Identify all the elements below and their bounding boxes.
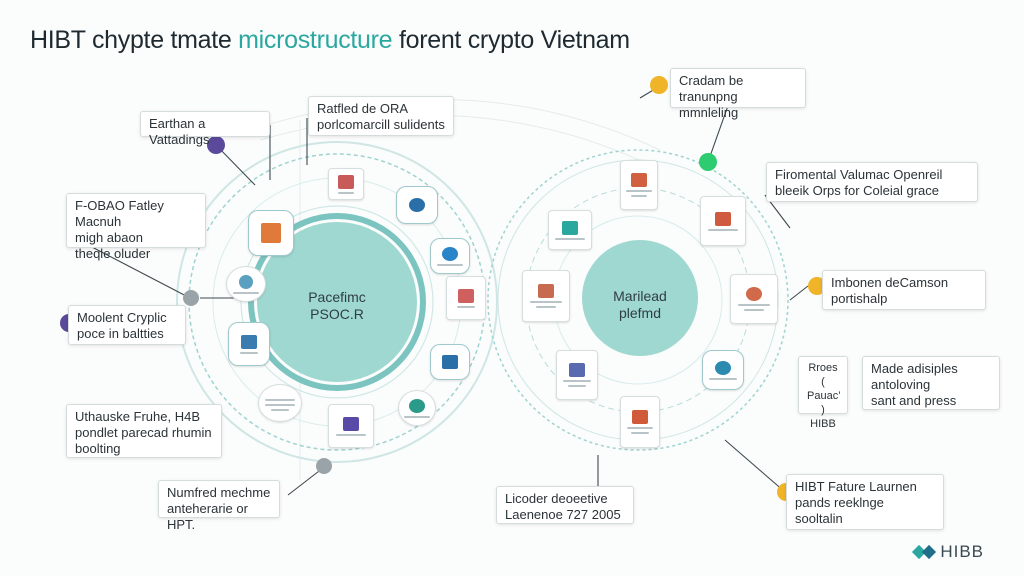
node-wallet[interactable] [620,160,658,210]
node-lock[interactable] [446,276,486,320]
node-puzzle[interactable] [248,210,294,256]
node-exchange[interactable] [556,350,598,400]
node-document[interactable] [328,168,364,200]
title-text-part2: forent crypto Vietnam [392,26,630,54]
node-building[interactable] [328,404,374,448]
callout-earthan[interactable]: Earthan a Vattadings [140,111,270,147]
left-hub-circle [257,222,417,382]
logo-mark-icon [912,542,937,562]
callout-made[interactable]: Made adisiples antoloving sant and press [862,356,1000,410]
callout-rattled[interactable]: Ratfled de ORA porlcomarcill sulidents [308,96,454,136]
database-icon [409,398,425,413]
title-highlight: microstructure [238,26,393,54]
shield-check-icon [715,360,731,375]
node-line [709,377,737,380]
node-line [568,385,586,387]
callout-fobao[interactable]: F-OBAO Fatley Macnuh migh abaon theqle o… [66,193,206,261]
node-line [270,408,290,411]
callout-dot-gray [183,290,199,306]
node-line [743,309,765,311]
scale-icon [715,211,731,226]
node-ledger[interactable] [620,396,660,448]
bitcoin-icon [562,220,578,235]
node-shield-check[interactable] [702,350,744,390]
node-bitcoin[interactable] [548,210,592,250]
node-line [630,195,648,197]
node-line [265,398,295,401]
brand-logo: HIBB [912,542,984,562]
node-server[interactable] [730,274,778,324]
callout-dot-purple [207,136,225,154]
node-line [240,351,258,354]
logo-text: HIBB [940,542,984,561]
callout-licoder[interactable]: Licoder deoeetive Laenenoe 727 2005 [496,486,634,524]
lock-icon [458,288,474,303]
callout-firomental[interactable]: Firomental Valumac Openreil bleeik Orps … [766,162,978,202]
node-database[interactable] [398,390,436,426]
node-line [555,237,585,240]
chart-icon [241,334,257,349]
server-icon [746,287,762,301]
node-line [535,306,557,308]
shield-icon [409,198,425,212]
node-line [631,432,649,434]
node-line [436,263,464,266]
callout-cradam[interactable]: Cradam be tranunpng mmnleling [670,68,806,120]
callout-uthauske[interactable]: Uthauske Fruhe, H4B pondlet parecad rhum… [66,404,222,458]
gear-icon [239,274,253,289]
right-hub-label: Marilead plefmd [613,288,667,321]
left-hub-label: Pacefimc PSOC.R [308,289,366,322]
right-hub-circle [582,240,698,356]
node-clipboard[interactable] [258,384,302,422]
node-gear[interactable] [226,266,266,302]
node-line [457,305,475,308]
callout-rroos[interactable]: Rroes ( Pauac’ ) HIBB [798,356,848,430]
document-icon [338,174,354,189]
node-line [626,427,654,429]
node-line [335,433,367,436]
ledger-icon [632,410,648,424]
node-chart[interactable] [228,322,270,366]
callout-dot-amber [808,277,826,295]
building-icon [343,416,359,431]
callout-dot-gray [316,458,332,474]
callout-hibt[interactable]: HIBT Fature Laurnen pands reeklnge soolt… [786,474,944,530]
wallet-icon [631,173,647,187]
node-token[interactable] [522,270,570,322]
puzzle-icon [261,223,281,243]
node-line [404,415,430,418]
callout-dot-green [699,153,717,171]
node-network[interactable] [430,344,470,380]
node-line [737,304,771,306]
node-line [529,301,563,303]
callout-numfed[interactable]: Numfred mechme anteherarie or HPT. [158,480,280,532]
node-line [338,191,354,194]
node-line [232,291,260,294]
exchange-icon [569,363,585,377]
node-line [563,380,591,382]
node-line [265,403,295,406]
node-globe[interactable] [430,238,470,274]
callout-dot-amber [650,76,668,94]
node-line [707,228,739,231]
node-scale[interactable] [700,196,746,246]
node-line [626,190,652,192]
title-text-part1: HIBT chypte tmate [30,26,239,54]
callout-imbonen[interactable]: Imbonen deCamson portishalp [822,270,986,310]
token-icon [538,284,554,298]
node-shield[interactable] [396,186,438,224]
globe-icon [442,246,458,261]
callout-modest[interactable]: Moolent Cryplic poce in baltties [68,305,186,345]
page-title: HIBT chypte tmate microstructure forent … [30,26,630,55]
network-icon [442,355,458,369]
